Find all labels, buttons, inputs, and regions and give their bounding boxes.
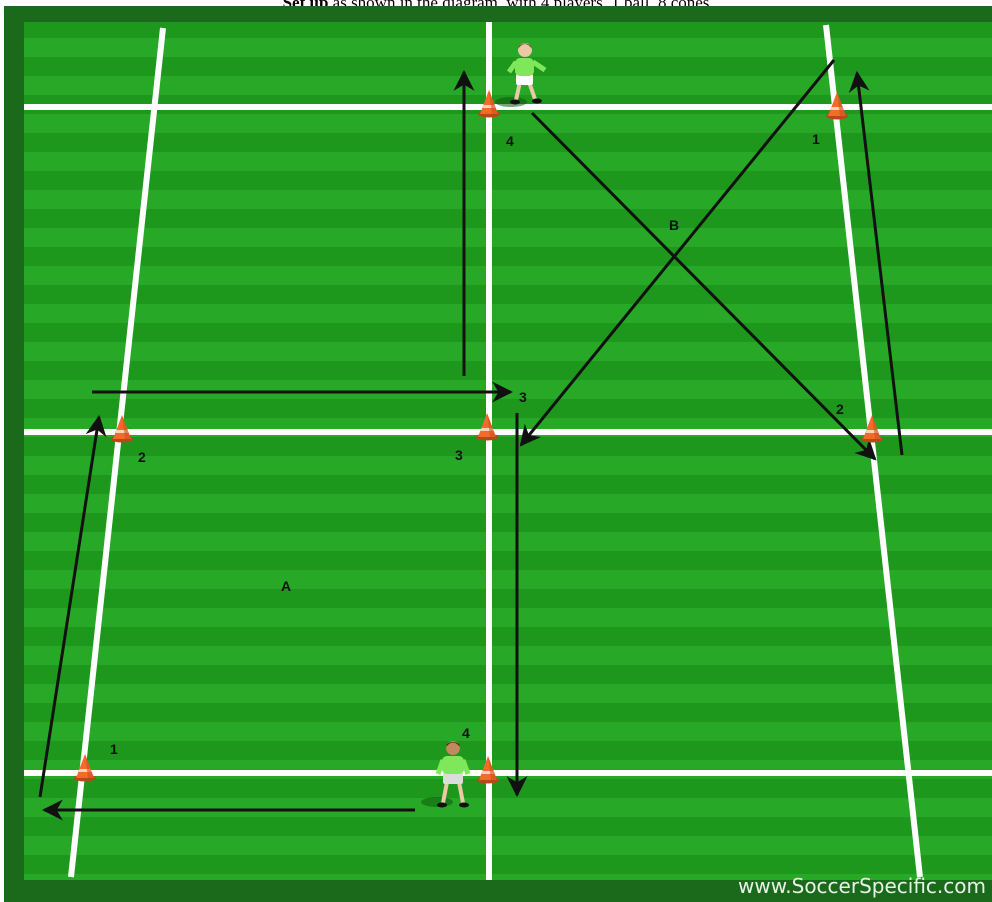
watermark: www.SoccerSpecific.com <box>738 874 986 898</box>
cone-a2-label: 2 <box>138 449 146 465</box>
cone-b2-label: 2 <box>836 401 844 417</box>
field-diagram: A B 1 2 3 3 4 1 2 4 www.SoccerSpecific.c… <box>4 6 992 902</box>
grass <box>24 22 992 880</box>
cone-b4-label: 4 <box>506 133 514 149</box>
area-b-label: B <box>669 217 679 233</box>
cone-a3-label: 3 <box>455 447 463 463</box>
cone-b1-label: 1 <box>812 131 820 147</box>
area-a-label: A <box>281 578 291 594</box>
drill-diagram-svg: A B 1 2 3 3 4 1 2 4 www.SoccerSpecific.c… <box>4 6 992 902</box>
cone-a4-label: 4 <box>462 725 470 741</box>
cone-a1-label: 1 <box>110 741 118 757</box>
pass-3-label: 3 <box>519 389 527 405</box>
